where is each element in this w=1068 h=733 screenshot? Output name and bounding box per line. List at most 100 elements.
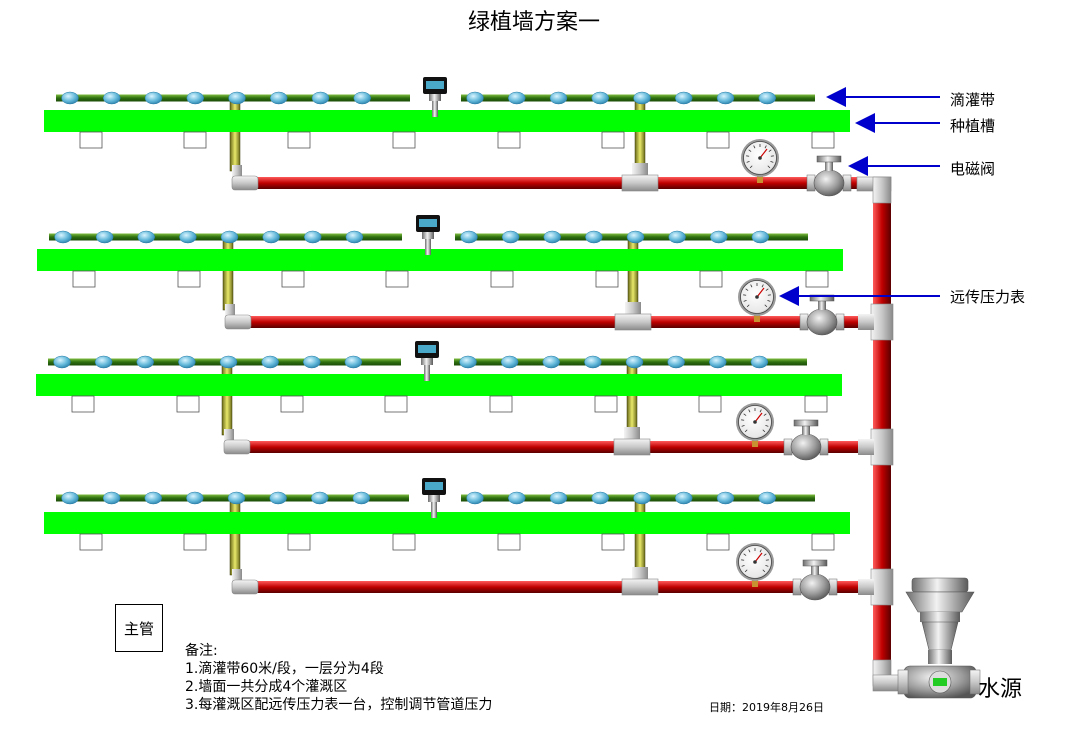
emitter-icon [758, 91, 776, 105]
emitter-icon [460, 230, 478, 244]
emitter-icon [675, 91, 693, 105]
solenoid-valve-icon [792, 559, 838, 601]
drain-box [811, 131, 835, 149]
drip-tape [461, 91, 815, 105]
drip-tape [48, 355, 401, 369]
drip-tape [461, 491, 815, 505]
drain-box [811, 533, 835, 551]
main-tee-fitting [858, 314, 874, 330]
emitter-icon [591, 91, 609, 105]
main-pipe-label: 主管 [123, 619, 154, 638]
main-tee-fitting [870, 568, 894, 606]
drain-box [595, 270, 619, 288]
drain-box [489, 395, 513, 413]
main-pipe-box: 主管 [115, 604, 163, 652]
page-title: 绿植墙方案一 [467, 10, 600, 35]
branch-pipe [243, 581, 882, 593]
pressure-gauge-icon [741, 139, 779, 183]
drain-box [79, 533, 103, 551]
emitter-icon [261, 355, 279, 369]
water-source-label: 水源 [978, 677, 1023, 702]
branch-pipe [235, 441, 882, 453]
drain-box [385, 270, 409, 288]
irrigation-zone [44, 478, 882, 601]
drain-box [706, 533, 730, 551]
drain-box [71, 395, 95, 413]
drain-box [699, 270, 723, 288]
emitter-icon [102, 491, 121, 505]
drain-box [287, 533, 311, 551]
emitter-icon [311, 491, 329, 505]
emitter-icon [543, 230, 561, 244]
drain-box [176, 395, 200, 413]
label-planting-trough: 种植槽 [950, 117, 996, 135]
emitter-icon [625, 355, 644, 369]
emitter-icon [178, 355, 196, 369]
emitter-icon [227, 491, 246, 505]
riser-pipe [634, 497, 646, 576]
planting-trough [44, 512, 850, 551]
emitter-icon [228, 91, 246, 105]
riser-pipe [634, 97, 646, 172]
flow-sensor-icon [415, 341, 439, 381]
drain-box [706, 131, 730, 149]
emitter-icon [186, 491, 204, 505]
main-tee-fitting [870, 303, 894, 341]
emitter-icon [179, 230, 197, 244]
elbow-fitting [223, 429, 251, 455]
planting-trough [36, 374, 842, 413]
emitter-icon [508, 491, 526, 505]
drain-box [594, 395, 618, 413]
drip-tape [56, 491, 409, 505]
branch-pipe [236, 316, 882, 328]
irrigation-zone [36, 341, 882, 461]
drain-box [490, 270, 514, 288]
flow-sensor-icon [423, 77, 447, 117]
emitter-icon [710, 230, 728, 244]
emitter-icon [95, 230, 114, 244]
emitter-icon [668, 230, 686, 244]
emitter-icon [311, 91, 330, 105]
drain-box [287, 131, 311, 149]
emitter-icon [758, 491, 776, 505]
pump-icon [897, 577, 981, 699]
drain-box [280, 395, 304, 413]
emitter-icon [352, 491, 371, 505]
solenoid-valve-icon [799, 294, 845, 336]
emitter-icon [344, 355, 363, 369]
emitter-icon [633, 91, 651, 105]
drain-box [281, 270, 305, 288]
emitter-icon [716, 91, 735, 105]
riser-pipe [627, 236, 639, 311]
drain-box [601, 533, 625, 551]
main-tee-fitting [858, 579, 874, 595]
drain-box [177, 270, 201, 288]
drain-box [497, 131, 521, 149]
drip-tape [49, 230, 402, 244]
emitter-icon [61, 491, 79, 505]
main-tee-fitting [858, 439, 874, 455]
label-drip-tape: 滴灌带 [950, 91, 996, 109]
drain-box [497, 533, 521, 551]
emitter-icon [53, 355, 71, 369]
irrigation-zone [44, 77, 882, 197]
emitter-icon [262, 230, 280, 244]
emitter-icon [500, 355, 519, 369]
emitter-icon [303, 355, 321, 369]
emitter-icon [345, 230, 364, 244]
emitter-icon [144, 91, 163, 105]
emitter-icon [136, 355, 154, 369]
solenoid-valve-icon [806, 155, 852, 197]
notes-heading: 备注: [185, 643, 218, 659]
drain-box [601, 131, 625, 149]
tee-fitting [614, 302, 652, 331]
elbow-fitting [224, 304, 252, 330]
emitter-icon [584, 355, 602, 369]
emitter-icon [591, 491, 609, 505]
drain-box [392, 131, 416, 149]
drip-tape [454, 355, 807, 369]
pressure-gauge-icon [736, 403, 774, 447]
emitter-icon [633, 491, 651, 505]
drain-box [72, 270, 96, 288]
